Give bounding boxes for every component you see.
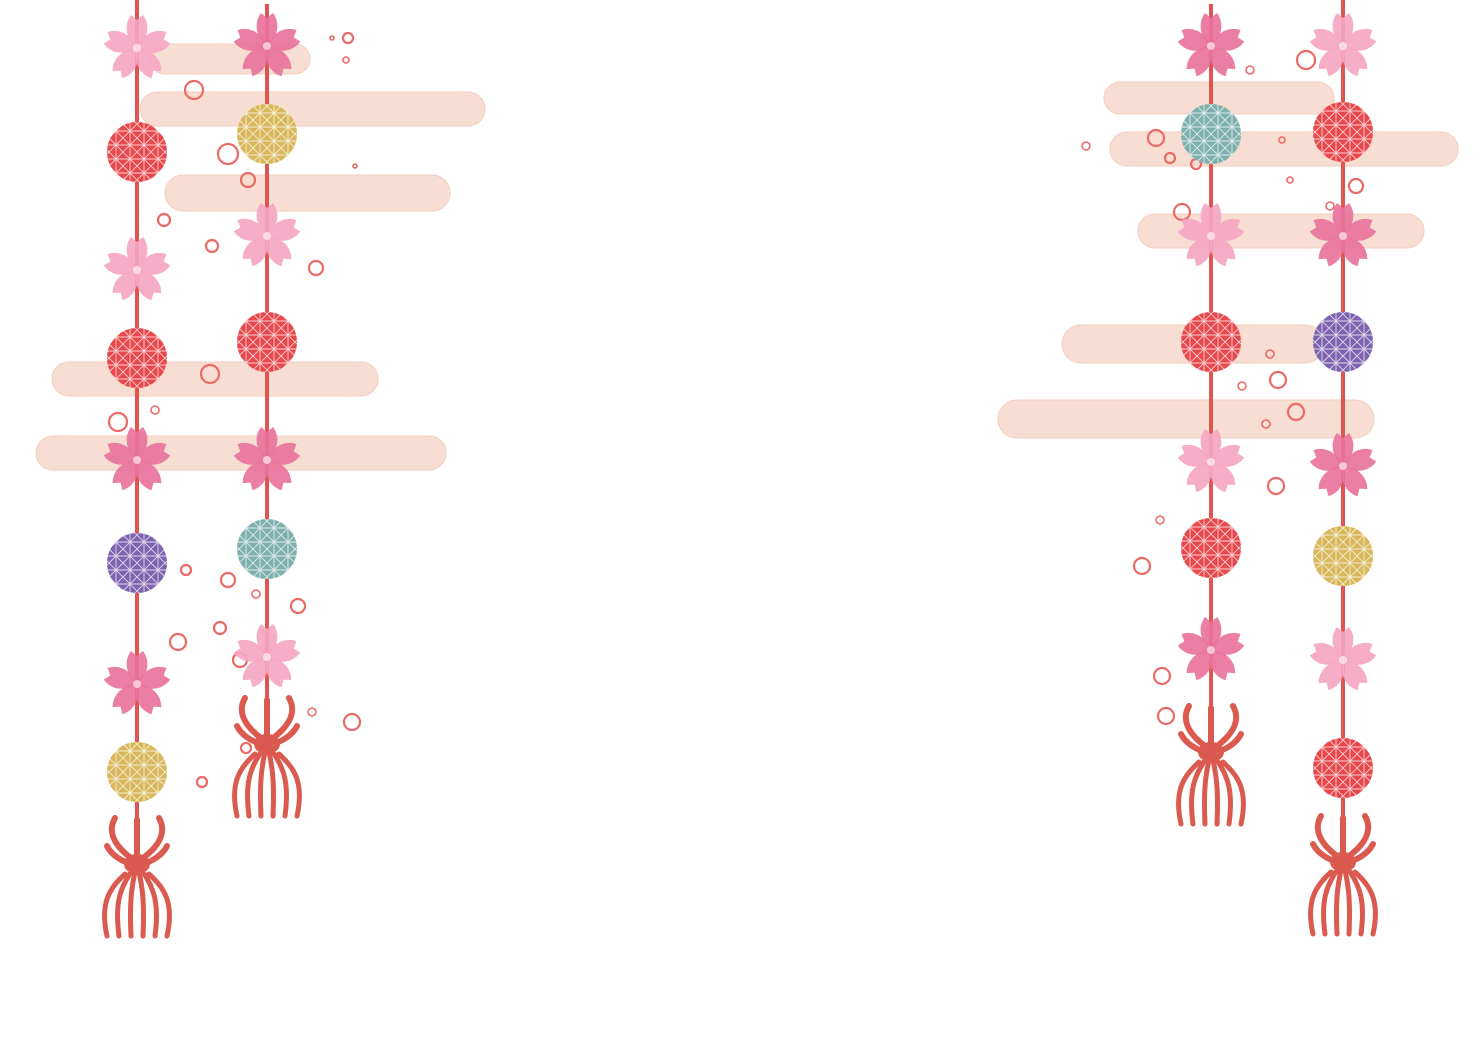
bubble-ring [204,238,220,254]
bubble-ring [199,363,221,385]
bubble-ring [183,79,205,101]
sakura-flower [103,651,171,715]
bubble-ring [1163,151,1177,165]
bubble-ring [1132,556,1152,576]
bubble-ring [1268,370,1288,390]
sakura-flower [1309,433,1377,497]
sakura-flower [103,427,171,491]
bubble-ring [150,405,160,415]
ornament-strand [102,15,172,939]
bubble-ring [1325,201,1335,211]
temari-ball [1181,104,1241,164]
bubble-ring [179,563,193,577]
bubble-ring [239,741,253,755]
bubble-ring [156,212,172,228]
sakura-flower [1309,203,1377,267]
bubble-ring [1156,706,1176,726]
temari-ball [1181,518,1241,578]
cloud-band [997,399,1375,439]
bubble-ring [352,163,358,169]
sakura-flower [233,427,301,491]
bubble-ring [1081,141,1091,151]
ornament-strand [1308,13,1378,937]
cloud-band [164,174,451,212]
ornament-strand [1176,13,1246,827]
sakura-flower [103,237,171,301]
temari-ball [107,742,167,802]
bubble-ring [239,171,257,189]
tassel [1176,703,1246,827]
temari-ball [1313,738,1373,798]
bubble-ring [1295,49,1317,71]
bubble-ring [1155,515,1165,525]
bubble-ring [1286,402,1306,422]
temari-ball [237,104,297,164]
bubble-ring [1278,136,1286,144]
bubble-ring [1286,176,1294,184]
bubble-ring [1265,349,1275,359]
temari-ball [1313,312,1373,372]
tassel [1308,813,1378,937]
sakura-flower [1177,617,1245,681]
bubble-ring [1152,666,1172,686]
bubble-ring [307,259,325,277]
temari-ball [237,519,297,579]
bubble-ring [1146,128,1166,148]
tassel [102,815,172,939]
bubble-ring [307,707,317,717]
temari-ball [1313,526,1373,586]
temari-ball [107,533,167,593]
temari-ball [107,122,167,182]
cloud-band [139,91,486,127]
bubble-ring [289,597,307,615]
bubble-ring [195,775,209,789]
bubble-ring [216,142,240,166]
sakura-flower [233,203,301,267]
bubble-ring [212,620,228,636]
bubble-ring [168,632,188,652]
bubble-ring [1245,65,1255,75]
sakura-flower [1177,429,1245,493]
bubble-ring [1347,177,1365,195]
bubble-ring [329,35,335,41]
sakura-flower [1309,627,1377,691]
temari-ball [1313,102,1373,162]
temari-ball [1181,312,1241,372]
bubble-ring [341,31,355,45]
bubble-ring [1266,476,1286,496]
bubble-ring [107,411,129,433]
sakura-flower [1177,203,1245,267]
bubble-ring [219,571,237,589]
bubble-ring [342,56,350,64]
sakura-flower [103,15,171,79]
bubbles-layer [107,31,1365,789]
tassel [232,695,302,819]
bubble-ring [1261,419,1271,429]
bubble-ring [1237,381,1247,391]
sakura-flower [233,624,301,688]
bubble-ring [251,589,261,599]
sakura-flower [1309,13,1377,77]
sakura-flower [233,13,301,77]
temari-ball [107,328,167,388]
temari-ball [237,312,297,372]
bubble-ring [342,712,362,732]
ornament-strand [232,13,302,819]
ornaments-layer [102,13,1378,939]
sakura-flower [1177,13,1245,77]
